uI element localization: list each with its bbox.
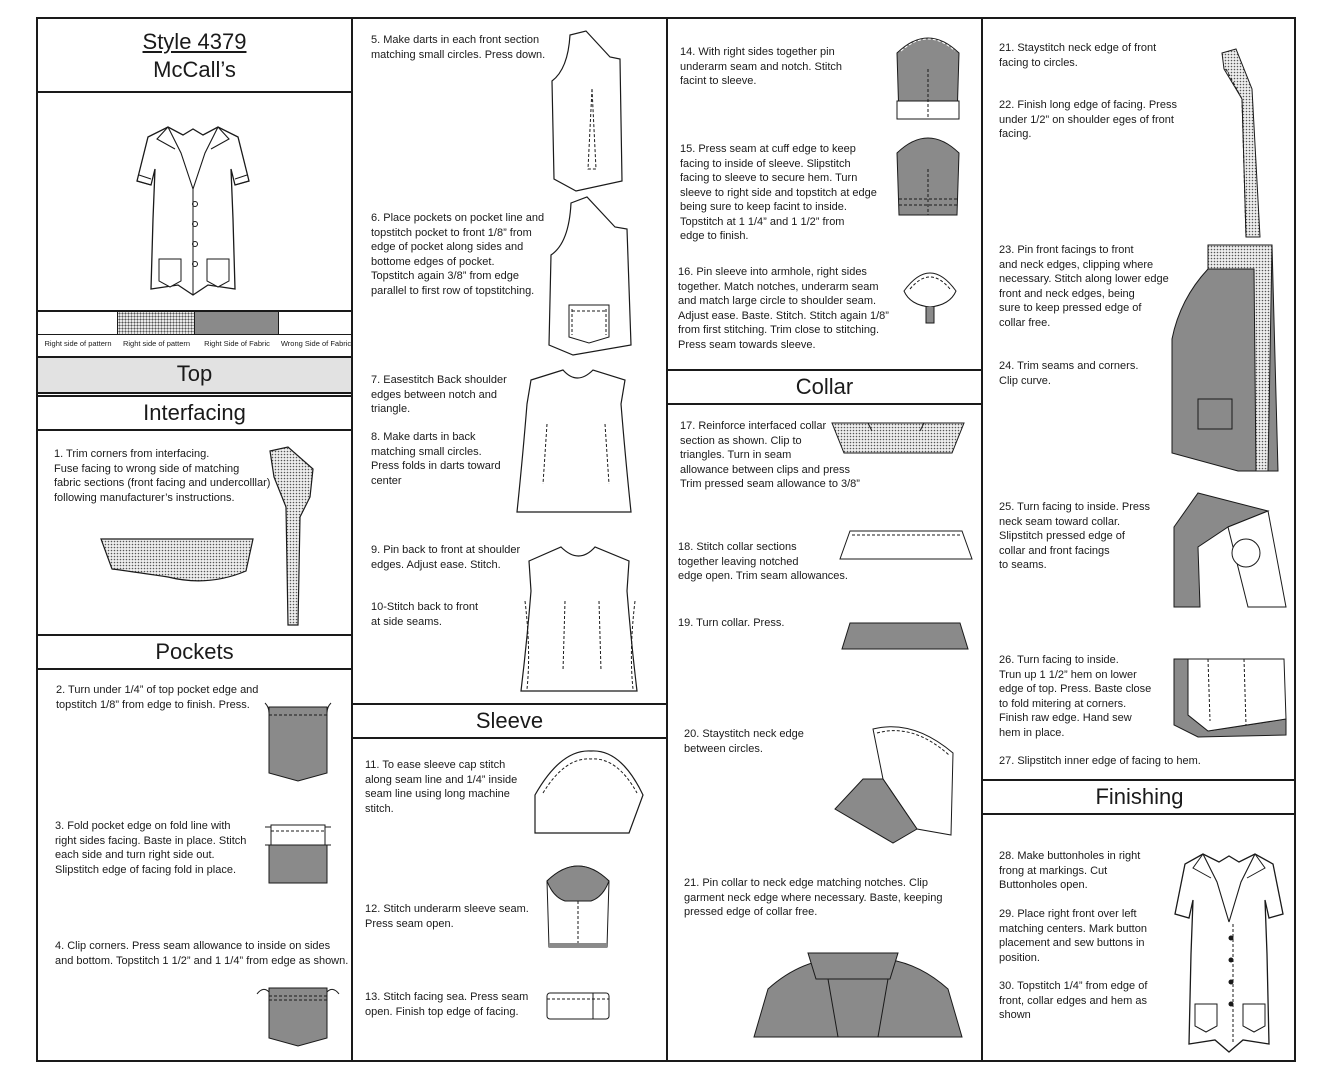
sleeve-cap-illustration xyxy=(534,750,644,834)
pocket-step-4-illustration xyxy=(256,987,340,1047)
step-8-text: 8. Make darts in back matching small cir… xyxy=(371,431,501,487)
column-4: 21. Staystitch neck edge of front facing… xyxy=(983,19,1296,1060)
step-23-text: 23. Pin front facings to front and neck … xyxy=(999,244,1169,329)
step-14-text: 14. With right sides together pin undera… xyxy=(680,46,843,87)
step-7-text: 7. Easestitch Back shoulder edges betwee… xyxy=(371,374,507,415)
legend-label: Right side of pattern xyxy=(122,339,191,348)
legend-swatch-pattern-dotted xyxy=(118,312,195,334)
collar-sections-illustration xyxy=(839,530,973,560)
interfacing-collar-illustration xyxy=(100,538,254,582)
step-26-text: 26. Turn facing to inside. Trun up 1 1/2… xyxy=(999,654,1152,739)
section-header-sleeve: Sleeve xyxy=(353,703,666,739)
finished-garment-illustration xyxy=(1174,853,1284,1053)
step-24-text: 24. Trim seams and corners. Clip curve. xyxy=(999,360,1139,387)
step-17-text: 17. Reinforce interfaced collar section … xyxy=(680,420,860,490)
legend-label: Wrong Side of Fabric xyxy=(280,339,352,348)
section-header-collar: Collar xyxy=(668,369,981,405)
step-4-text: 4. Clip corners. Press seam allowance to… xyxy=(55,940,349,967)
step-6-text: 6. Place pockets on pocket line and tops… xyxy=(371,212,545,297)
step-15-text: 15. Press seam at cuff edge to keep faci… xyxy=(680,143,877,242)
step-11-text: 11. To ease sleeve cap stitch along seam… xyxy=(365,759,518,815)
step-5-text: 5. Make darts in each front section matc… xyxy=(371,34,546,61)
garment-front-illustration xyxy=(136,126,250,296)
pocket-step-3-illustration xyxy=(265,824,331,884)
legend-label: Right Side of Fabric xyxy=(204,339,270,348)
sleeve-cuff-topstitch-illustration xyxy=(896,137,960,216)
collar-turned-illustration xyxy=(841,622,969,650)
step-19-text: 19. Turn collar. Press. xyxy=(678,617,785,629)
step-27-text: 27. Slipstitch inner edge of facing to h… xyxy=(999,755,1201,767)
step-16-text: 16. Pin sleeve into armhole, right sides… xyxy=(678,266,889,351)
hem-miter-illustration xyxy=(1173,658,1287,738)
front-facing-pinned-illustration xyxy=(1171,244,1279,472)
facing-turned-illustration xyxy=(1173,492,1287,608)
back-front-joined-illustration xyxy=(520,546,638,692)
legend-label: Right side of pattern xyxy=(44,339,112,348)
sleeve-facing-illustration xyxy=(546,992,610,1020)
style-title: Style 4379 xyxy=(142,29,247,54)
step-21-collar-text: 21. Pin collar to neck edge matching not… xyxy=(684,877,943,918)
step-21-text: 21. Staystitch neck edge of front facing… xyxy=(999,42,1157,69)
section-header-pockets: Pockets xyxy=(38,634,351,670)
back-bodice-illustration xyxy=(516,369,632,513)
step-2-text: 2. Turn under 1/4” of top pocket edge an… xyxy=(56,684,259,711)
step-13-text: 13. Stitch facing sea. Press seam open. … xyxy=(365,991,529,1018)
step-1-text: 1. Trim corners from interfacing. Fuse f… xyxy=(54,448,271,504)
legend-swatch-pattern xyxy=(38,312,118,334)
front-dart-illustration xyxy=(551,30,623,192)
step-12-text: 12. Stitch underarm sleeve seam. Press s… xyxy=(365,903,529,930)
legend-swatch-right-fabric xyxy=(195,312,279,334)
sleeve-facing-pin-illustration xyxy=(896,37,960,120)
interfacing-facing-illustration xyxy=(269,446,314,626)
sleeve-armhole-illustration xyxy=(903,272,957,324)
column-3: 14. With right sides together pin undera… xyxy=(668,19,983,1060)
step-3-text: 3. Fold pocket edge on fold line with ri… xyxy=(55,820,247,876)
legend-swatch-wrong-fabric xyxy=(279,312,353,334)
step-25-text: 25. Turn facing to inside. Press neck se… xyxy=(999,501,1151,571)
divider xyxy=(38,91,351,93)
step-29-text: 29. Place right front over left matching… xyxy=(999,908,1147,964)
step-9-text: 9. Pin back to front at shoulder edges. … xyxy=(371,544,521,571)
step-22-text: 22. Finish long edge of facing. Press un… xyxy=(999,99,1177,140)
step-10-text: 10-Stitch back to front at side seams. xyxy=(371,601,478,628)
step-18-text: 18. Stitch collar sections together leav… xyxy=(678,541,848,582)
section-header-interfacing: Interfacing xyxy=(38,395,351,431)
collar-pin-neck-illustration xyxy=(753,952,963,1038)
fabric-legend: Right side of pattern Right side of patt… xyxy=(38,310,353,358)
pocket-step-2-illustration xyxy=(264,702,332,782)
underarm-seam-illustration xyxy=(546,865,610,948)
step-20-text: 20. Staystitch neck edge between circles… xyxy=(684,728,804,755)
front-facing-staystitch-illustration xyxy=(1221,48,1261,238)
collar-reinforce-illustration xyxy=(831,422,965,454)
step-28-text: 28. Make buttonholes in right frong at m… xyxy=(999,850,1141,891)
pocket-placement-illustration xyxy=(548,196,632,356)
instruction-sheet: Style 4379 McCall’s Right side of patter… xyxy=(36,17,1296,1062)
brand-name: McCall’s xyxy=(153,57,236,82)
section-header-finishing: Finishing xyxy=(983,779,1296,815)
staystitch-neck-illustration xyxy=(834,726,954,844)
step-30-text: 30. Topstitch 1/4” from edge of front, c… xyxy=(999,980,1148,1021)
section-header-top: Top xyxy=(38,358,351,394)
column-2: 5. Make darts in each front section matc… xyxy=(353,19,668,1060)
column-1: Style 4379 McCall’s Right side of patter… xyxy=(38,19,353,1060)
